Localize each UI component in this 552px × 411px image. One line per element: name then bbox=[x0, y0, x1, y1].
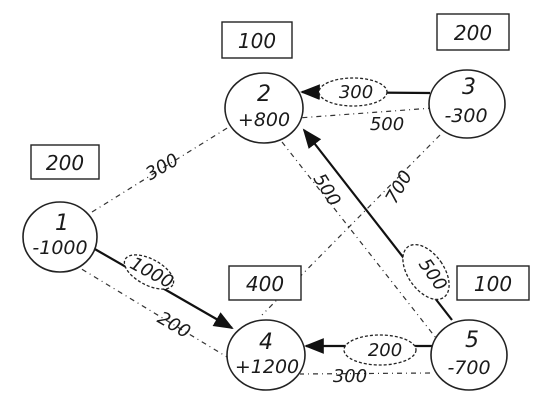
node-5: 5 -700 bbox=[430, 319, 508, 391]
potential-box-4 bbox=[228, 265, 302, 301]
node-2: 2 +800 bbox=[224, 72, 304, 144]
flow-ellipse-5-2 bbox=[402, 243, 450, 301]
node-1: 1 -1000 bbox=[22, 201, 98, 273]
potential-label-5: 100 bbox=[474, 272, 512, 296]
edge-label-3-4: 700 bbox=[382, 167, 417, 207]
node-2-id: 2 bbox=[257, 82, 271, 107]
flow-ellipse-5-4 bbox=[343, 334, 417, 366]
edge-5-4-lower bbox=[299, 372, 431, 375]
potential-label-1: 200 bbox=[46, 151, 84, 175]
potential-box-5 bbox=[456, 265, 530, 301]
edge-label-5-4-flow: 200 bbox=[368, 340, 402, 361]
node-4-balance: +1200 bbox=[235, 356, 299, 378]
node-3-balance: -300 bbox=[444, 105, 487, 127]
node-4: 4 +1200 bbox=[226, 319, 306, 391]
potential-box-1 bbox=[30, 144, 100, 180]
edge-label-5-4: 300 bbox=[333, 366, 367, 387]
potential-label-2: 100 bbox=[238, 29, 276, 53]
node-4-id: 4 bbox=[259, 330, 273, 355]
edge-label-1-4: 200 bbox=[154, 308, 194, 343]
node-1-balance: -1000 bbox=[32, 237, 87, 259]
potential-label-3: 200 bbox=[454, 21, 492, 45]
edge-3-2-lower bbox=[297, 107, 434, 119]
node-5-id: 5 bbox=[465, 328, 479, 353]
potential-box-2 bbox=[221, 21, 293, 59]
node-5-balance: -700 bbox=[447, 357, 490, 379]
edge-1-4-lower bbox=[69, 261, 233, 361]
node-3-id: 3 bbox=[462, 75, 476, 100]
edge-label-3-2: 500 bbox=[370, 114, 404, 135]
node-2-balance: +800 bbox=[238, 109, 290, 131]
node-1-id: 1 bbox=[55, 211, 69, 236]
edge-2-5 bbox=[281, 141, 437, 339]
edge-label-1-2: 300 bbox=[142, 150, 182, 185]
node-3: 3 -300 bbox=[428, 69, 506, 139]
edge-label-3-2-flow: 300 bbox=[339, 82, 373, 103]
flow-ellipse-3-2 bbox=[318, 77, 388, 107]
flow-ellipse-1-4 bbox=[123, 254, 175, 290]
potential-label-4: 400 bbox=[246, 272, 284, 296]
potential-box-3 bbox=[436, 13, 510, 51]
